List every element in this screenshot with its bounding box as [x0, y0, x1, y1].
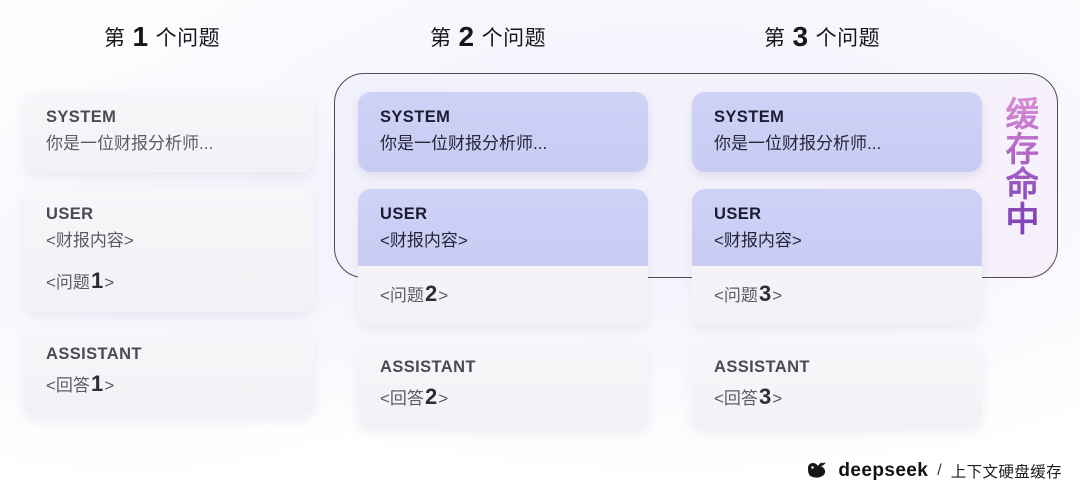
heading-number: 3 [792, 21, 809, 52]
brand-name: deepseek [838, 460, 929, 481]
message-body: 你是一位财报分析师... [380, 133, 548, 153]
message-role: SYSTEM [46, 108, 117, 126]
brand-separator: / [937, 462, 942, 479]
heading-suffix: 个问题 [155, 27, 221, 50]
message-answer: <回答1> [46, 371, 115, 397]
brand-tagline: 上下文硬盘缓存 [950, 464, 1062, 481]
message-column-2: SYSTEM 你是一位财报分析师... USER <财报内容> <问题2> AS… [358, 92, 648, 445]
cache-hit-label: 缓存命中 [992, 96, 1038, 236]
footer-brand: deepseek / 上下文硬盘缓存 [806, 460, 1062, 482]
message-body: <财报内容> [46, 230, 134, 250]
message-role: SYSTEM [714, 108, 785, 126]
message-card-user[interactable]: USER <财报内容> <问题2> [358, 188, 648, 325]
cached-segment: USER <财报内容> [358, 188, 648, 266]
message-body: 你是一位财报分析师... [46, 133, 214, 153]
message-role: ASSISTANT [380, 357, 476, 376]
message-card-system[interactable]: SYSTEM 你是一位财报分析师... [358, 92, 648, 172]
message-column-1: SYSTEM 你是一位财报分析师... USER <财报内容> <问题1> AS… [24, 92, 314, 432]
message-role: SYSTEM [380, 108, 451, 126]
whale-icon [806, 461, 830, 481]
heading-prefix: 第 [430, 27, 452, 50]
heading-prefix: 第 [764, 27, 786, 50]
column-heading-1: 第 1 个问题 [104, 22, 220, 52]
cached-segment: USER <财报内容> [692, 188, 982, 266]
message-role: USER [380, 204, 428, 223]
heading-suffix: 个问题 [815, 27, 881, 50]
message-question: <问题3> [714, 280, 783, 306]
column-heading-2: 第 2 个问题 [430, 22, 546, 52]
message-column-3: SYSTEM 你是一位财报分析师... USER <财报内容> <问题3> AS… [692, 92, 982, 445]
message-question: <问题2> [380, 280, 449, 306]
column-heading-3: 第 3 个问题 [764, 22, 880, 52]
heading-prefix: 第 [104, 27, 126, 50]
heading-number: 1 [132, 21, 149, 52]
message-answer: <回答3> [714, 384, 783, 410]
message-answer: <回答2> [380, 384, 449, 410]
message-card-assistant[interactable]: ASSISTANT <回答1> [24, 328, 314, 416]
message-body: 你是一位财报分析师... [714, 133, 882, 153]
message-question: <问题1> [46, 267, 115, 293]
message-card-system[interactable]: SYSTEM 你是一位财报分析师... [24, 92, 314, 172]
message-body: <财报内容> [714, 230, 802, 250]
message-role: ASSISTANT [46, 344, 142, 363]
uncached-segment: <问题2> [358, 266, 648, 325]
message-role: USER [714, 204, 762, 223]
heading-number: 2 [458, 21, 475, 52]
message-card-user[interactable]: USER <财报内容> <问题3> [692, 188, 982, 325]
message-card-user[interactable]: USER <财报内容> <问题1> [24, 188, 314, 312]
message-body: <财报内容> [380, 230, 468, 250]
message-role: USER [46, 204, 94, 223]
uncached-segment: <问题3> [692, 266, 982, 325]
message-role: ASSISTANT [714, 357, 810, 376]
message-card-assistant[interactable]: ASSISTANT <回答3> [692, 341, 982, 429]
heading-suffix: 个问题 [481, 27, 547, 50]
message-card-assistant[interactable]: ASSISTANT <回答2> [358, 341, 648, 429]
message-card-system[interactable]: SYSTEM 你是一位财报分析师... [692, 92, 982, 172]
